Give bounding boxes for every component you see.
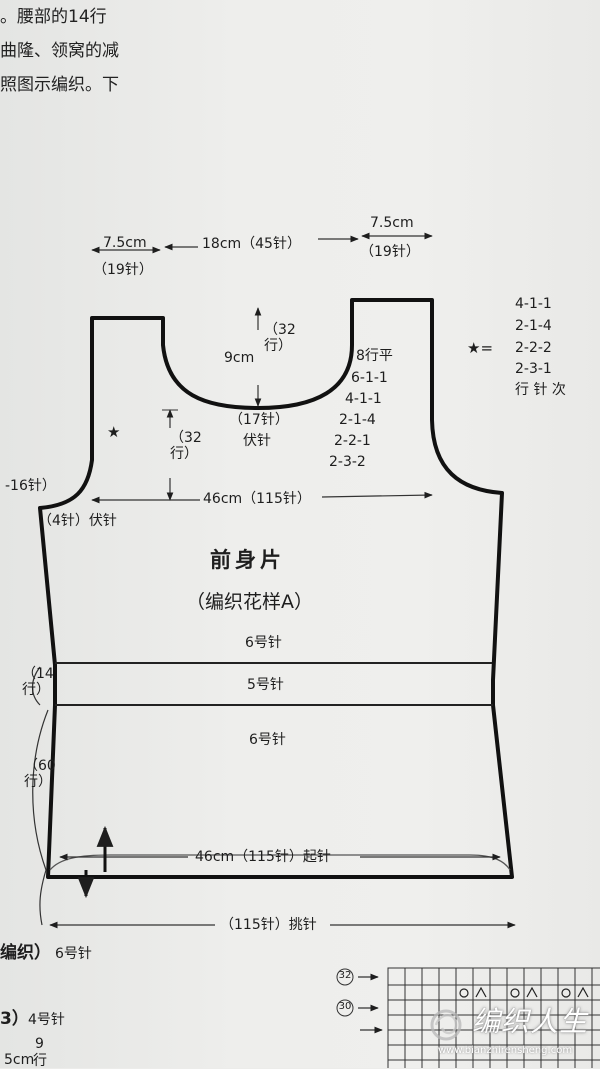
left-strap-stitches: （19针） bbox=[93, 262, 153, 278]
right-strap-cm: 7.5cm bbox=[370, 215, 414, 231]
watermark-url: www.bianzhirensheng.com bbox=[438, 1045, 573, 1056]
armhole-star: ★ bbox=[107, 423, 121, 441]
rib-needle-2: 4号针 bbox=[28, 1012, 65, 1028]
rib-label-2: 3） bbox=[0, 1009, 29, 1029]
neck-bind-off-stitches: （17针） bbox=[229, 412, 289, 428]
piece-title: 前身片 bbox=[210, 548, 285, 572]
pickup-stitches: （115针）挑针 bbox=[220, 917, 317, 933]
lower-rows: （60行） bbox=[24, 758, 56, 790]
needle-size-bottom: 6号针 bbox=[249, 732, 286, 748]
stitch-chart-symbols bbox=[459, 986, 589, 998]
cast-on: 46cm（115针）起针 bbox=[195, 849, 331, 865]
rib-rows-unit: 行 bbox=[33, 1053, 47, 1069]
right-strap-stitches: （19针） bbox=[360, 244, 420, 260]
neck-decrease-row-6: 2-3-2 bbox=[329, 454, 366, 470]
neck-decrease-row-4: 2-1-4 bbox=[339, 412, 376, 428]
star-legend-symbol: ★= bbox=[467, 339, 494, 357]
intro-line-3: 照图示编织。下 bbox=[0, 75, 119, 95]
armhole-bind-off: （4针）伏针 bbox=[38, 513, 117, 529]
intro-line-1: 。腰部的14行 bbox=[0, 7, 107, 27]
watermark-brand: 编织人生 bbox=[472, 1005, 589, 1038]
neck-decrease-row-1: 8行平 bbox=[356, 348, 393, 364]
neck-decrease-row-3: 4-1-1 bbox=[345, 391, 382, 407]
chart-row-32: 32 bbox=[338, 970, 352, 981]
piece-subtitle: （编织花样A） bbox=[186, 591, 313, 613]
left-strap-cm: 7.5cm bbox=[103, 235, 147, 251]
waist-rows: （14行） bbox=[22, 666, 54, 698]
chart-row-30: 30 bbox=[338, 1001, 352, 1012]
armhole-depth-rows: （32行） bbox=[170, 430, 202, 462]
hem-line bbox=[49, 854, 511, 871]
star-legend-row-4: 2-3-1 bbox=[515, 361, 552, 377]
neck-decrease-row-2: 6-1-1 bbox=[351, 370, 388, 386]
neck-decrease-row-5: 2-2-1 bbox=[334, 433, 371, 449]
garment-outline bbox=[38, 298, 514, 879]
rib-label-1: 编织） bbox=[0, 943, 51, 963]
bust-width: 46cm（115针） bbox=[203, 491, 311, 507]
stitch-chart-grid bbox=[387, 967, 600, 1068]
neck-depth-rows: （32行） bbox=[264, 322, 296, 354]
star-legend-row-3: 2-2-2 bbox=[515, 340, 552, 356]
neck-width: 18cm（45针） bbox=[202, 236, 301, 252]
intro-line-2: 曲隆、领窝的减 bbox=[0, 41, 119, 61]
watermark-logo bbox=[430, 1009, 462, 1041]
rib-needle-1: 6号针 bbox=[55, 946, 92, 962]
neck-bind-off-label: 伏针 bbox=[243, 433, 271, 449]
star-legend-row-2: 2-1-4 bbox=[515, 318, 552, 334]
needle-size-middle: 5号针 bbox=[247, 677, 284, 693]
needle-size-top: 6号针 bbox=[245, 635, 282, 651]
armhole-side-stitches: -16针） bbox=[5, 478, 56, 494]
star-legend-row-1: 4-1-1 bbox=[515, 296, 552, 312]
rib-cm: 5cm bbox=[4, 1052, 35, 1068]
star-legend-row-5: 行 针 次 bbox=[515, 382, 566, 398]
neck-depth-cm: 9cm bbox=[224, 350, 255, 366]
rib-rows-num: 9 bbox=[35, 1036, 44, 1052]
